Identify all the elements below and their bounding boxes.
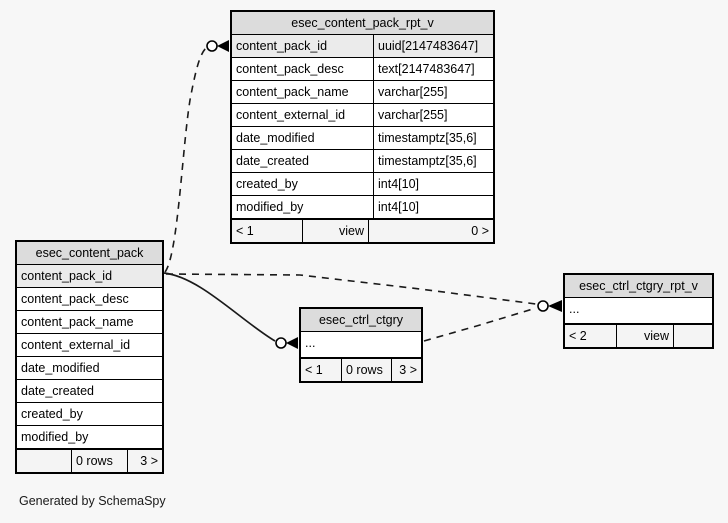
edge-ctrl-ctgry-to-ctgry-rptv — [423, 307, 537, 342]
column-type: timestamptz[35,6] — [373, 150, 493, 172]
column-name: content_pack_desc — [236, 62, 344, 76]
table-row[interactable]: created_by — [17, 403, 162, 426]
column-type: int4[10] — [373, 196, 493, 218]
table-row[interactable]: content_external_id varchar[255] — [232, 104, 493, 127]
entity-esec-ctrl-ctgry[interactable]: esec_ctrl_ctgry ... < 1 0 rows 3 > — [299, 307, 423, 383]
column-type: text[2147483647] — [373, 58, 493, 80]
edge-pack-to-ctrl-ctgry-arrowhead — [286, 337, 298, 349]
table-row[interactable]: content_pack_name — [17, 311, 162, 334]
footer-rowcount: 0 rows — [71, 450, 127, 472]
footer-next-link[interactable]: 3 > — [127, 450, 162, 472]
column-ellipsis: ... — [569, 302, 580, 316]
generated-by-caption: Generated by SchemaSpy — [19, 494, 166, 508]
column-name: date_modified — [21, 361, 100, 375]
entity-esec-content-pack[interactable]: esec_content_pack content_pack_id conten… — [15, 240, 164, 474]
column-type: int4[10] — [373, 173, 493, 195]
footer-prev-link[interactable]: < 2 — [569, 329, 587, 343]
table-row[interactable]: content_pack_id uuid[2147483647] — [232, 35, 493, 58]
column-name: content_pack_id — [236, 39, 328, 53]
table-row[interactable]: date_created — [17, 380, 162, 403]
footer-kind-label: view — [616, 325, 673, 347]
edge-pack-to-ctrl-ctgry-optional-marker — [275, 337, 287, 349]
column-name: date_created — [236, 154, 309, 168]
column-name: modified_by — [236, 200, 304, 214]
footer-next-link[interactable] — [673, 325, 712, 347]
footer-prev-link[interactable]: < 1 — [305, 363, 323, 377]
entity-esec-ctrl-ctgry-rpt-v[interactable]: esec_ctrl_ctgry_rpt_v ... < 2 view — [563, 273, 714, 349]
edge-ctgry-rptv-optional-marker — [537, 300, 549, 312]
table-row[interactable]: content_pack_name varchar[255] — [232, 81, 493, 104]
entity-footer: < 2 view — [565, 324, 712, 347]
column-type: varchar[255] — [373, 81, 493, 103]
column-name: modified_by — [21, 430, 89, 444]
column-type: uuid[2147483647] — [373, 35, 493, 57]
table-row[interactable]: ... — [301, 332, 421, 358]
column-ellipsis: ... — [305, 336, 316, 350]
column-name: content_external_id — [21, 338, 131, 352]
footer-next-link[interactable]: 3 > — [391, 359, 421, 381]
entity-title: esec_ctrl_ctgry_rpt_v — [565, 275, 712, 298]
footer-rowcount: 0 rows — [341, 359, 391, 381]
column-name: content_pack_id — [21, 269, 113, 283]
footer-prev-link[interactable]: < 1 — [236, 224, 254, 238]
table-row[interactable]: date_modified — [17, 357, 162, 380]
entity-title: esec_content_pack_rpt_v — [232, 12, 493, 35]
column-name: content_pack_name — [236, 85, 349, 99]
column-name: date_modified — [236, 131, 315, 145]
edge-pack-to-pack-rptv-arrowhead — [217, 40, 229, 52]
entity-footer: < 1 0 rows 3 > — [301, 358, 421, 381]
entity-esec-content-pack-rpt-v[interactable]: esec_content_pack_rpt_v content_pack_id … — [230, 10, 495, 244]
table-row[interactable]: modified_by int4[10] — [232, 196, 493, 219]
table-row[interactable]: date_modified timestamptz[35,6] — [232, 127, 493, 150]
edge-pack-to-pack-rptv-optional-marker — [206, 40, 218, 52]
column-name: content_external_id — [236, 108, 346, 122]
column-name: content_pack_desc — [21, 292, 129, 306]
entity-footer: 0 rows 3 > — [17, 449, 162, 472]
entity-title: esec_ctrl_ctgry — [301, 309, 421, 332]
table-row[interactable]: ... — [565, 298, 712, 324]
footer-kind-label: view — [302, 220, 368, 242]
column-name: content_pack_name — [21, 315, 134, 329]
footer-next-link[interactable]: 0 > — [368, 220, 493, 242]
footer-prev-link[interactable] — [17, 450, 71, 472]
column-name: created_by — [21, 407, 83, 421]
table-row[interactable]: content_pack_id — [17, 265, 162, 288]
table-row[interactable]: created_by int4[10] — [232, 173, 493, 196]
column-type: timestamptz[35,6] — [373, 127, 493, 149]
column-name: created_by — [236, 177, 298, 191]
edge-pack-to-ctgry-rptv — [165, 273, 537, 305]
table-row[interactable]: content_pack_desc — [17, 288, 162, 311]
table-row[interactable]: date_created timestamptz[35,6] — [232, 150, 493, 173]
edge-pack-to-ctrl-ctgry — [163, 272, 276, 342]
entity-title: esec_content_pack — [17, 242, 162, 265]
entity-footer: < 1 view 0 > — [232, 219, 493, 242]
edge-pack-to-pack-rptv — [164, 47, 207, 273]
column-type: varchar[255] — [373, 104, 493, 126]
table-row[interactable]: content_pack_desc text[2147483647] — [232, 58, 493, 81]
edge-ctgry-rptv-arrowhead — [548, 300, 562, 312]
table-row[interactable]: modified_by — [17, 426, 162, 449]
column-name: date_created — [21, 384, 94, 398]
table-row[interactable]: content_external_id — [17, 334, 162, 357]
